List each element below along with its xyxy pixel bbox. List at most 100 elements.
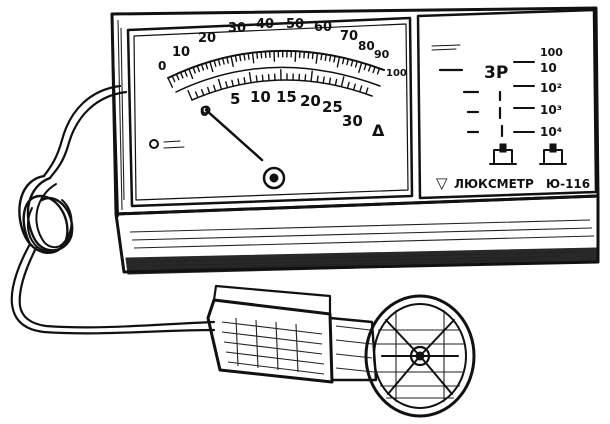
brand-label: ЛЮКСМЕТР <box>454 177 534 191</box>
scale-tick <box>333 55 336 63</box>
upper-scale-label: 40 <box>256 17 274 32</box>
scale-tick <box>354 60 358 68</box>
upper-scale-label: 20 <box>198 31 216 46</box>
scale-tick <box>324 53 327 61</box>
range-value-label: 10² <box>540 81 562 95</box>
scale-tick <box>328 54 332 62</box>
scale-tick <box>183 69 188 77</box>
scale-tick <box>255 75 258 83</box>
range-panel <box>416 8 598 200</box>
model-label: Ю-116 <box>546 177 590 191</box>
scale-tick <box>372 66 376 74</box>
upper-scale-label: 60 <box>314 20 332 35</box>
scale-tick <box>200 88 205 97</box>
upper-scale-label: 80 <box>358 39 375 53</box>
range-value-label: 10 <box>540 61 557 75</box>
scale-tick <box>237 78 240 86</box>
lower-scale-label: 30 <box>342 112 363 130</box>
upper-scale-label: 50 <box>286 17 304 32</box>
upper-scale-labels: 0 10 20 30 40 50 60 70 80 90 100 <box>158 17 407 79</box>
upper-scale-label: 100 <box>386 68 407 79</box>
scale-tick <box>315 52 319 64</box>
scale-tick <box>217 58 221 66</box>
scale-tick <box>204 62 209 70</box>
range-button[interactable] <box>539 143 567 165</box>
scale-tick <box>358 61 363 74</box>
scale-tick <box>234 54 238 62</box>
scale-tick <box>368 64 372 72</box>
scale-tick <box>243 77 246 85</box>
upper-scale-label: 10 <box>172 45 190 60</box>
scale-tick <box>260 51 263 59</box>
scale-tick <box>230 55 234 68</box>
scale-tick <box>376 67 381 75</box>
lower-scale-arc <box>187 69 373 101</box>
scale-tick <box>248 71 252 84</box>
scale-tick <box>209 61 214 73</box>
scale-tick <box>171 75 176 83</box>
scale-tick <box>350 59 354 67</box>
scale-tick <box>307 51 310 59</box>
scale-tick <box>310 70 313 83</box>
scale-tick <box>294 50 297 62</box>
lower-scale-label: 20 <box>300 92 321 110</box>
scale-tick <box>192 66 196 74</box>
range-value-label: 10³ <box>540 103 562 117</box>
scale-tick <box>188 68 194 80</box>
scale-tick <box>243 53 246 61</box>
scale-tick <box>231 79 235 87</box>
scale-tick <box>341 57 345 65</box>
meter-window <box>126 16 414 208</box>
upper-scale-label: 0 <box>158 59 166 73</box>
range-value-labels: 100 10 10² 10³ 10⁴ <box>540 46 563 139</box>
indicator-lamp <box>149 139 185 149</box>
range-factor-label: 3P <box>484 63 508 83</box>
sensor-cable <box>10 84 216 335</box>
scale-tick <box>334 78 338 87</box>
upper-scale-arc <box>167 49 385 93</box>
scale-tick <box>346 58 350 66</box>
photocell-sensor <box>206 284 476 418</box>
scale-tick <box>346 81 350 89</box>
upper-scale-label: 90 <box>374 48 390 61</box>
arrow-down-icon: ▽ <box>436 174 448 192</box>
range-value-label: 100 <box>540 46 563 59</box>
scale-tick <box>340 76 345 88</box>
scale-tick <box>304 74 307 82</box>
scale-tick <box>316 75 319 83</box>
scale-tick <box>238 53 242 62</box>
scale-tick <box>261 74 264 82</box>
scale-tick <box>187 89 193 101</box>
delta-mark: Δ <box>372 121 385 140</box>
lower-scale-labels: 0 5 10 15 20 25 30 Δ <box>200 88 385 140</box>
lower-scale-label: 15 <box>276 88 297 106</box>
upper-scale-label: 30 <box>228 21 246 36</box>
scale-tick <box>167 77 174 88</box>
lower-scale-label: 25 <box>322 98 343 116</box>
scale-tick <box>194 91 199 99</box>
scale-tick <box>320 53 323 61</box>
scale-tick <box>336 56 341 68</box>
scale-tick <box>196 65 201 73</box>
meter-needle <box>201 105 264 162</box>
zero-adjust-screw[interactable] <box>262 166 286 190</box>
scale-tick <box>226 56 229 64</box>
lower-scale-label: 10 <box>250 88 271 106</box>
scale-tick <box>256 51 259 59</box>
scale-tick <box>251 52 255 64</box>
scale-tick <box>328 77 332 85</box>
scale-tick <box>247 52 250 60</box>
luxmeter-body <box>110 6 600 275</box>
scale-tick <box>212 84 217 92</box>
lower-scale-label: 5 <box>230 90 240 108</box>
scale-tick <box>200 63 205 71</box>
scale-tick <box>359 85 363 93</box>
range-button[interactable] <box>489 143 517 165</box>
scale-tick <box>311 51 314 60</box>
scale-tick <box>363 63 367 71</box>
scale-tick <box>175 73 180 81</box>
scale-tick <box>213 59 217 67</box>
scale-tick <box>225 81 229 89</box>
scale-tick <box>221 57 225 65</box>
